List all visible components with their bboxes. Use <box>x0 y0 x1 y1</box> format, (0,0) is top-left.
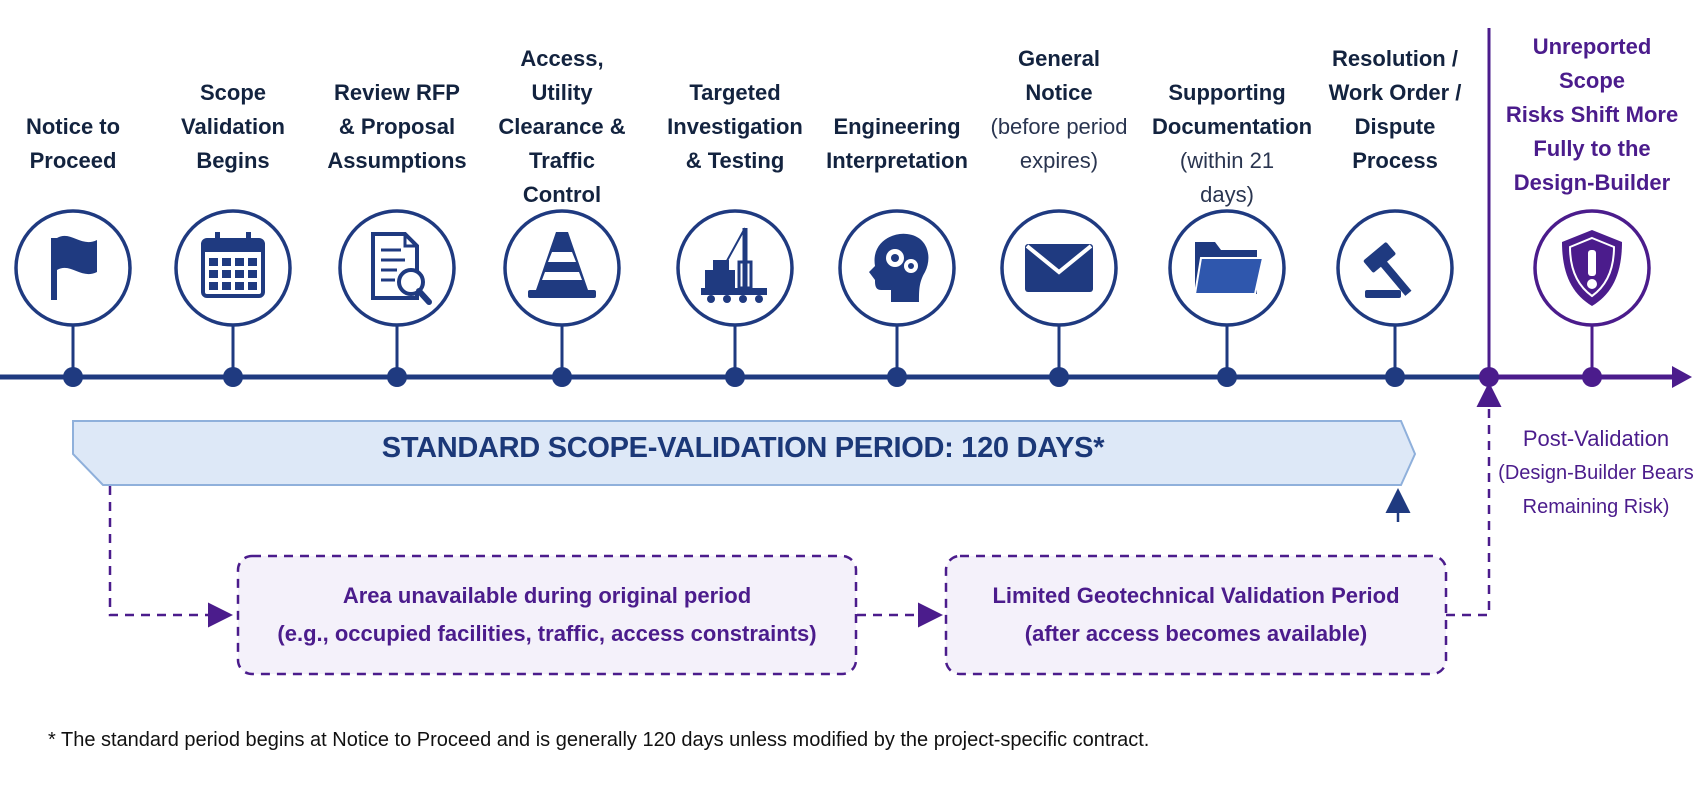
timeline-arrowhead <box>1672 366 1692 388</box>
step-title-line: Access, <box>520 46 604 71</box>
step-subtitle-line: expires) <box>1019 148 1099 173</box>
post-validation-note: Post-Validation (Design-Builder Bears Re… <box>1496 422 1696 524</box>
timeline-dot <box>63 367 83 387</box>
post-validation-line2: (Design-Builder Bears <box>1498 462 1694 484</box>
cutoff-dot <box>1479 367 1499 387</box>
step-title-line: Engineering <box>833 114 961 139</box>
timeline-step-node <box>1336 209 1454 387</box>
traffic-cone-icon <box>528 232 596 298</box>
unavailable-area-box <box>236 554 858 676</box>
step-title-line: Validation <box>181 114 285 139</box>
limited-validation-line1: Limited Geotechnical Validation Period <box>992 583 1400 608</box>
step-title-line: Interpretation <box>826 148 968 173</box>
step-title-line: Design-Builder <box>1513 170 1671 195</box>
step-title-line: Clearance & <box>498 114 626 139</box>
post-validation-title: Post-Validation <box>1522 426 1670 451</box>
step-title-line: Fully to the <box>1533 136 1651 161</box>
step-circle <box>1336 209 1454 327</box>
step-title-line: Traffic Control <box>522 148 602 207</box>
timeline-step-node <box>676 209 794 387</box>
timeline-dot <box>387 367 407 387</box>
document-search-icon <box>371 232 432 305</box>
step-title-line: Notice <box>1025 80 1093 105</box>
timeline-step-node <box>14 209 132 387</box>
step-title-line: Investigation <box>667 114 803 139</box>
step-title-line: Proceed <box>29 148 117 173</box>
folder-icon <box>1193 242 1265 295</box>
shield-alert-icon <box>1562 230 1622 306</box>
timeline-dot <box>887 367 907 387</box>
timeline-step-node <box>838 209 956 387</box>
timeline-step-node <box>174 209 292 387</box>
timeline-step-node <box>1168 209 1286 387</box>
flag-icon <box>51 235 97 300</box>
dashed-flow-path-3 <box>1446 382 1502 617</box>
limited-validation-text: Limited Geotechnical Validation Period (… <box>946 577 1446 653</box>
limited-validation-box <box>944 554 1448 676</box>
limited-validation-line2: (after access becomes available) <box>1024 621 1368 646</box>
unavailable-area-text: Area unavailable during original period … <box>238 577 856 653</box>
footnote: * The standard period begins at Notice t… <box>48 729 1150 751</box>
final-step-node <box>1533 209 1651 387</box>
step-circle <box>338 209 456 327</box>
post-validation-line3: Remaining Risk) <box>1522 496 1670 518</box>
step-title-line: Utility <box>531 80 593 105</box>
step-title-line: & Proposal <box>338 114 456 139</box>
envelope-icon <box>1025 244 1093 292</box>
step-title-line: Supporting <box>1168 80 1286 105</box>
timeline-dot <box>1049 367 1069 387</box>
gavel-icon <box>1363 242 1412 298</box>
unavailable-area-line2: (e.g., occupied facilities, traffic, acc… <box>277 621 817 646</box>
step-subtitle-line: (before period <box>990 114 1128 139</box>
head-gears-icon <box>869 233 929 302</box>
step-circle <box>676 209 794 327</box>
step-title-line: Assumptions <box>327 148 467 173</box>
step-label: Notice to Proceed <box>0 110 148 178</box>
step-title-line: Documentation <box>1152 114 1313 139</box>
step-circle <box>174 209 292 327</box>
timeline-step-node <box>338 209 456 387</box>
step-title-line: & Testing <box>685 148 785 173</box>
step-title-line: Process <box>1352 148 1438 173</box>
step-title-line: General <box>1018 46 1100 71</box>
step-title-line: Review RFP <box>334 80 460 105</box>
standard-period-band <box>72 420 1417 486</box>
timeline-step-node <box>1000 209 1118 387</box>
timeline-dot <box>725 367 745 387</box>
timeline-dot <box>1582 367 1602 387</box>
step-title-line: Scope <box>199 80 267 105</box>
step-title-line: Notice to <box>25 114 121 139</box>
step-title-line: Targeted <box>689 80 781 105</box>
step-title-line: Resolution / <box>1332 46 1458 71</box>
dashed-flow-path-1 <box>108 486 233 628</box>
step-subtitle-line: (within 21 days) <box>1179 148 1275 207</box>
drill-rig-icon <box>701 227 767 303</box>
standard-period-label: STANDARD SCOPE-VALIDATION PERIOD: 120 DA… <box>381 432 1105 464</box>
timeline-dot <box>223 367 243 387</box>
step-title-line: Unreported Scope <box>1532 34 1652 93</box>
unavailable-area-line1: Area unavailable during original period <box>342 583 752 608</box>
step-title-line: Work Order / <box>1328 80 1462 105</box>
timeline-dot <box>1217 367 1237 387</box>
step-title-line: Dispute <box>1354 114 1436 139</box>
timeline-dot <box>552 367 572 387</box>
step-title-line: Risks Shift More <box>1505 102 1679 127</box>
timeline-step-node <box>503 209 621 387</box>
calendar-icon <box>201 232 265 298</box>
timeline-dot <box>1385 367 1405 387</box>
step-title-line: Begins <box>196 148 270 173</box>
